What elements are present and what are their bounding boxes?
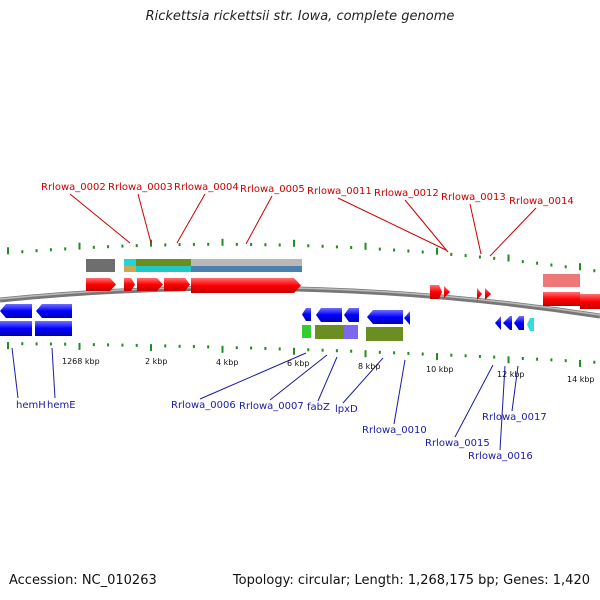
callout-line xyxy=(499,365,506,451)
callout-line xyxy=(11,347,19,399)
accession-label: Accession: NC_010263 xyxy=(9,573,157,588)
gene-arrow xyxy=(527,318,534,331)
callout-line xyxy=(511,365,519,412)
gene-arrow xyxy=(477,288,482,300)
callout-line xyxy=(69,193,131,244)
gene-label-rrlowa-0017[interactable]: Rrlowa_0017 xyxy=(482,412,547,423)
forward-genes xyxy=(86,278,600,309)
gene-label-hemh[interactable]: hemH xyxy=(16,400,46,411)
gene-label-rrlowa-0006[interactable]: Rrlowa_0006 xyxy=(171,400,236,411)
feature-cyan-2 xyxy=(136,266,191,272)
gene-label-heme[interactable]: hemE xyxy=(47,400,76,411)
gene-arrow xyxy=(444,286,450,298)
callout-line xyxy=(342,357,384,404)
gene-arrow xyxy=(543,292,580,306)
callout-line xyxy=(454,364,494,438)
scale-label-8kbp: 8 kbp xyxy=(358,362,380,371)
scale-label-10kbp: 10 kbp xyxy=(426,365,454,374)
gene-label-rrlowa-0010[interactable]: Rrlowa_0010 xyxy=(362,425,427,436)
scale-label-2kbp: 2 kbp xyxy=(145,357,167,366)
feature-olive-2 xyxy=(315,325,344,339)
gene-arrow xyxy=(191,278,301,293)
gene-label-fabz[interactable]: fabZ xyxy=(307,402,330,413)
genome-backbone-highlight xyxy=(0,286,600,316)
callout-line xyxy=(269,354,328,401)
gene-label-rrlowa-0012[interactable]: Rrlowa_0012 xyxy=(374,188,439,199)
callout-line xyxy=(393,359,406,425)
callout-line xyxy=(469,203,482,255)
feature-green xyxy=(302,325,311,338)
gene-label-lpxd[interactable]: lpxD xyxy=(335,404,358,415)
gene-arrow xyxy=(514,316,524,330)
callout-lines xyxy=(11,193,537,451)
feature-olive-3 xyxy=(366,327,403,341)
gene-label-rrlowa-0015[interactable]: Rrlowa_0015 xyxy=(425,438,490,449)
gene-arrow xyxy=(137,278,163,291)
gene-label-rrlowa-0002[interactable]: Rrlowa_0002 xyxy=(41,182,106,193)
scale-label-6kbp: 6 kbp xyxy=(287,359,309,368)
feature-steelblue xyxy=(191,266,302,272)
genome-backbone xyxy=(0,285,600,319)
feature-gray xyxy=(86,259,115,272)
callout-line xyxy=(489,207,537,257)
bottom-tick-row xyxy=(7,342,596,367)
gene-label-rrlowa-0007[interactable]: Rrlowa_0007 xyxy=(239,401,304,412)
callout-line xyxy=(199,352,307,400)
gene-label-rrlowa-0016[interactable]: Rrlowa_0016 xyxy=(468,451,533,462)
callout-line xyxy=(317,356,338,402)
reverse-genes xyxy=(0,304,534,336)
feature-cyan xyxy=(124,259,136,266)
gene-arrow xyxy=(495,316,501,330)
gene-arrow xyxy=(302,308,311,321)
gene-arrow xyxy=(164,278,190,291)
callout-line xyxy=(51,347,56,399)
gene-arrow xyxy=(316,308,342,322)
gene-arrow xyxy=(344,308,359,322)
scale-label-4kbp: 4 kbp xyxy=(216,358,238,367)
gene-arrow xyxy=(485,288,491,300)
feature-pink xyxy=(543,274,580,287)
callout-line xyxy=(404,199,449,253)
scale-label-1268kbp: 1268 kbp xyxy=(62,357,100,366)
gene-arrow xyxy=(86,278,116,291)
gene-arrow xyxy=(404,311,410,325)
callout-line xyxy=(176,193,206,244)
gene-label-rrlowa-0013[interactable]: Rrlowa_0013 xyxy=(441,192,506,203)
feature-purple xyxy=(344,325,358,339)
feature-tan xyxy=(124,266,136,272)
gene-label-rrlowa-0005[interactable]: Rrlowa_0005 xyxy=(240,184,305,195)
gene-label-rrlowa-0011[interactable]: Rrlowa_0011 xyxy=(307,186,372,197)
map-title: Rickettsia rickettsii str. Iowa, complet… xyxy=(145,9,455,24)
gene-arrow xyxy=(124,278,135,291)
scale-label-12kbp: 12 kbp xyxy=(497,370,525,379)
genome-summary: Topology: circular; Length: 1,268,175 bp… xyxy=(232,573,590,588)
gene-block xyxy=(35,321,72,336)
gene-arrow xyxy=(0,304,32,318)
gene-label-rrlowa-0003[interactable]: Rrlowa_0003 xyxy=(108,182,173,193)
gene-arrow xyxy=(367,310,403,324)
gene-label-rrlowa-0014[interactable]: Rrlowa_0014 xyxy=(509,196,574,207)
gene-label-rrlowa-0004[interactable]: Rrlowa_0004 xyxy=(174,182,239,193)
callout-line xyxy=(245,195,273,245)
feature-gray-light xyxy=(191,259,302,266)
scale-label-14kbp: 14 kbp xyxy=(567,375,595,384)
callout-line xyxy=(337,197,447,251)
gene-arrow xyxy=(36,304,72,318)
gene-arrow xyxy=(430,285,442,299)
gene-block xyxy=(0,321,32,336)
feature-olive xyxy=(136,259,191,266)
callout-line xyxy=(137,193,152,244)
gene-arrow xyxy=(503,316,512,330)
top-tick-row xyxy=(7,238,596,273)
gene-arrow xyxy=(580,294,600,309)
